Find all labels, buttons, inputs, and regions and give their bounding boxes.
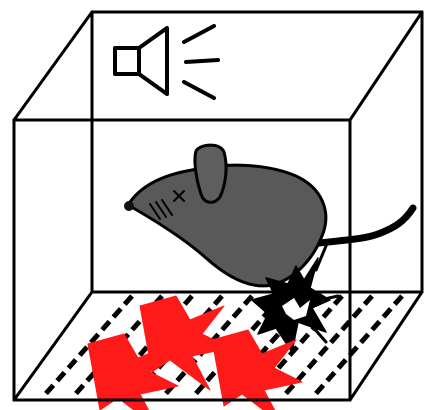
sound-wave	[184, 26, 214, 42]
speaker-box	[115, 48, 139, 74]
mouse-icon	[124, 145, 326, 286]
speaker-cone	[139, 28, 167, 94]
sound-waves-icon	[184, 26, 218, 98]
mouse-nose	[124, 201, 134, 211]
speaker-icon	[115, 28, 167, 94]
mouse-ear	[195, 145, 226, 202]
sound-wave	[184, 82, 214, 98]
sound-wave	[186, 60, 218, 62]
